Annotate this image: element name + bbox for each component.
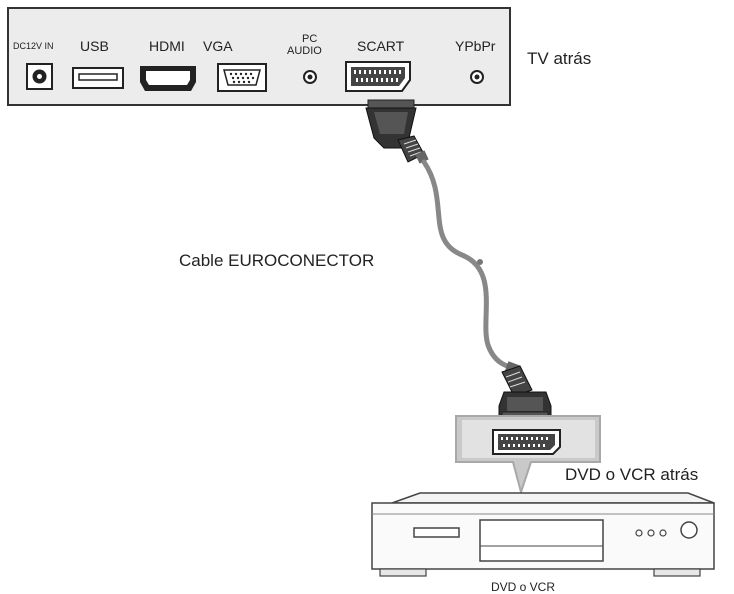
dvd-scart-callout [455, 415, 601, 496]
port-label-audio: AUDIO [287, 45, 322, 57]
device-caption: DVD o VCR atrás [565, 465, 699, 484]
port-label-ypbpr: YPbPr [455, 38, 496, 54]
port-label-hdmi: HDMI [149, 38, 185, 54]
dc-jack-icon [26, 63, 53, 90]
port-label-pc: PC [302, 33, 318, 45]
port-label-vga: VGA [203, 38, 233, 54]
scart-plug-bottom-icon [498, 361, 552, 419]
dvd-vcr-device-icon [371, 492, 715, 577]
port-label-usb: USB [80, 38, 109, 54]
usb-port-icon [72, 67, 124, 89]
scart-port-icon [345, 61, 411, 92]
scart-cable [421, 159, 517, 371]
tv-caption: TV atrás [527, 49, 592, 68]
hdmi-port-icon [140, 66, 196, 91]
device-name: DVD o VCR [491, 580, 556, 594]
pc-audio-jack-icon [303, 70, 317, 84]
port-label-scart: SCART [357, 38, 405, 54]
ypbpr-jack-icon [470, 70, 484, 84]
port-label-dc: DC12V IN [13, 41, 54, 51]
vga-port-icon [217, 63, 267, 92]
scart-plug-top-icon [365, 99, 429, 164]
cable-label: Cable EUROCONECTOR [179, 251, 375, 270]
